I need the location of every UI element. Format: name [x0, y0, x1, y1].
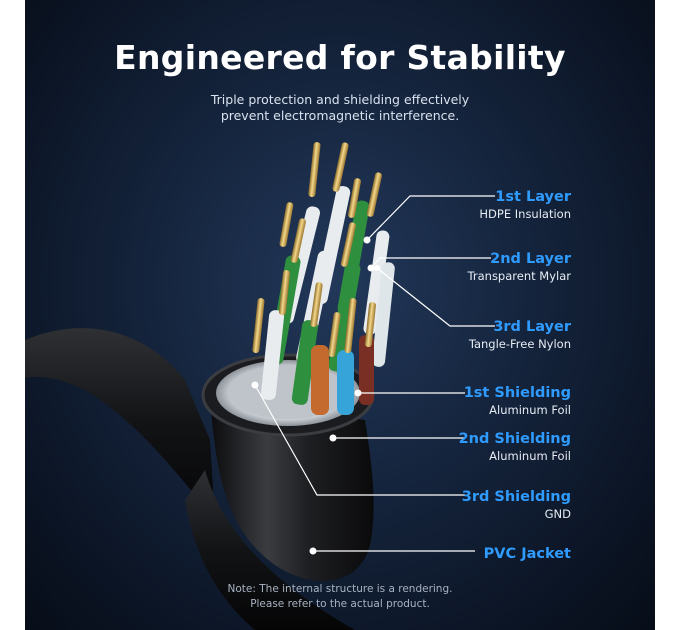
cable-body-bottom — [185, 470, 355, 630]
label-name: 1st Shielding — [463, 385, 571, 401]
subtitle-line: Triple protection and shielding effectiv… — [210, 92, 470, 107]
label-desc: Aluminum Foil — [489, 449, 571, 463]
label-name: PVC Jacket — [483, 546, 571, 562]
label-desc: Aluminum Foil — [489, 403, 571, 417]
label-name: 3rd Shielding — [461, 489, 571, 505]
page-title: Engineered for Stability — [114, 38, 566, 77]
label-3rd-shielding: 3rd Shielding GND — [462, 488, 571, 522]
leader-lines — [254, 195, 495, 552]
note-line: Note: The internal structure is a render… — [227, 583, 453, 595]
label-desc: GND — [544, 507, 571, 521]
label-name: 2nd Layer — [490, 251, 571, 267]
subtitle-line: prevent electromagnetic interference. — [220, 108, 460, 123]
note-line: Please refer to the actual product. — [250, 598, 430, 610]
label-2nd-layer: 2nd Layer Transparent Mylar — [468, 250, 571, 284]
label-1st-layer: 1st Layer HDPE Insulation — [479, 188, 571, 222]
label-desc: Transparent Mylar — [467, 269, 571, 283]
inner-core-face — [228, 365, 348, 419]
label-desc: HDPE Insulation — [479, 207, 571, 221]
label-1st-shielding: 1st Shielding Aluminum Foil — [464, 384, 571, 418]
label-2nd-shielding: 2nd Shielding Aluminum Foil — [459, 430, 571, 464]
label-3rd-layer: 3rd Layer Tangle-Free Nylon — [469, 318, 571, 352]
label-name: 2nd Shielding — [458, 431, 571, 447]
label-name: 3rd Layer — [493, 319, 571, 335]
label-desc: Tangle-Free Nylon — [468, 337, 571, 351]
subtitle: Triple protection and shielding effectiv… — [25, 92, 655, 124]
cable-cross-section-illustration — [25, 142, 495, 630]
leader-dots — [251, 236, 380, 555]
disclaimer-note: Note: The internal structure is a render… — [25, 582, 655, 612]
pvc-jacket-shape — [210, 395, 374, 582]
wire-group — [252, 142, 395, 415]
cable-body-left — [25, 328, 215, 520]
label-pvc-jacket: PVC Jacket — [484, 545, 571, 563]
product-image-panel: Engineered for Stability Triple protecti… — [25, 0, 655, 630]
label-name: 1st Layer — [495, 189, 571, 205]
